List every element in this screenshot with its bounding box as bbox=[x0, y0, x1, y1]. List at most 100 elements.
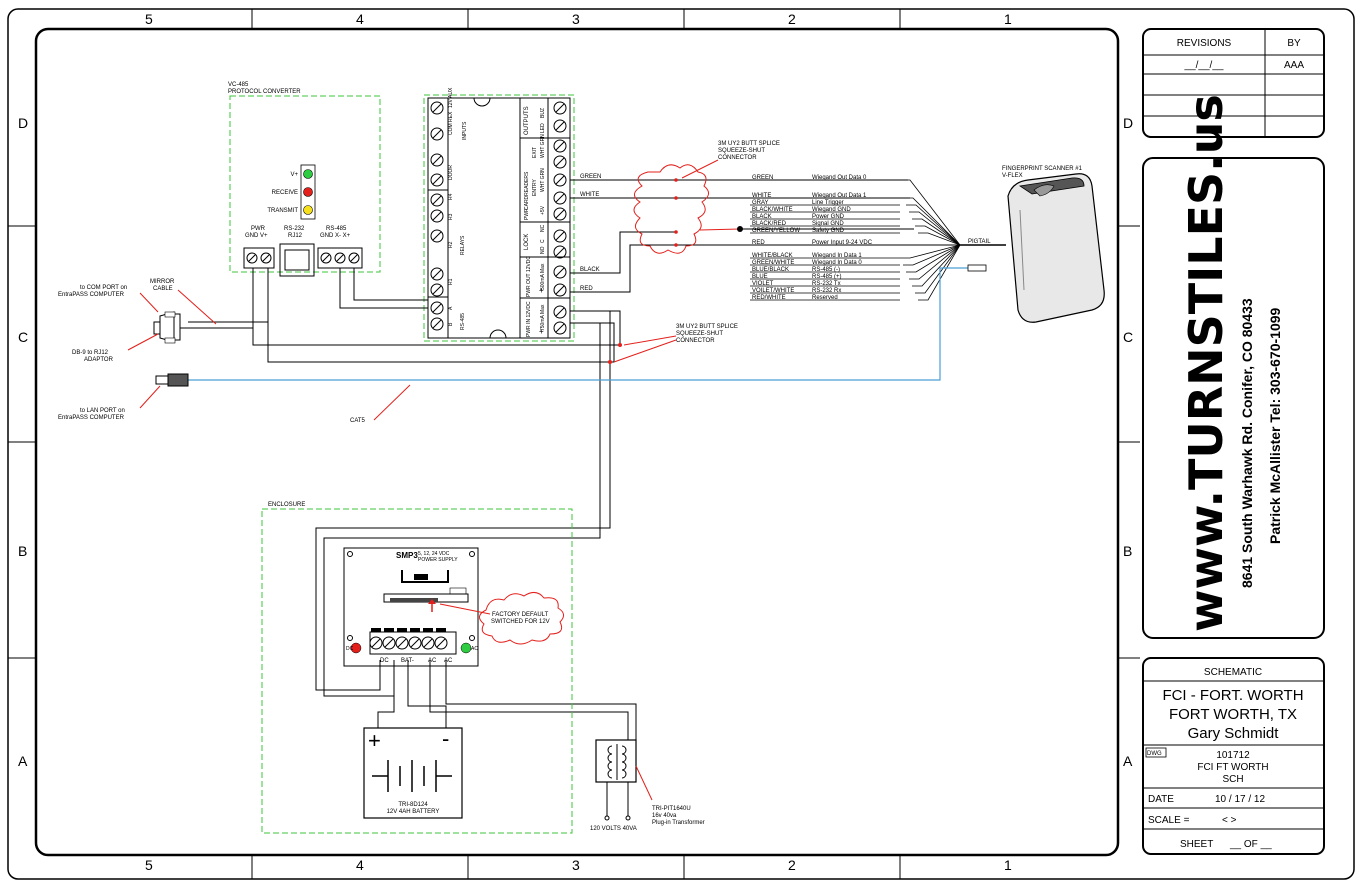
company-contact: Patrick McAllister Tel: 303-670-1099 bbox=[1267, 307, 1283, 544]
inputs-label: INPUTS bbox=[462, 121, 468, 140]
psu-term: BAT- bbox=[401, 658, 414, 664]
scanner-wire-color: BLUE bbox=[752, 274, 768, 280]
input-term: 12V AUX bbox=[448, 87, 454, 108]
terminal-slot bbox=[555, 285, 565, 295]
scanner-title2: V-FLEX bbox=[1002, 173, 1023, 179]
title-block: SCHEMATIC FCI - FORT. WORTH FORT WORTH, … bbox=[1142, 657, 1325, 855]
terminal-slot bbox=[555, 141, 565, 151]
scanner-wire-color: WHITE bbox=[752, 193, 771, 199]
left-connectors: to COM PORT on EntraPASS COMPUTER MIRROR… bbox=[58, 279, 411, 424]
col-label-top: 3 bbox=[572, 11, 580, 27]
scanner-wire-color: GREEN/WHITE bbox=[752, 260, 794, 266]
pigtail-strand bbox=[912, 218, 961, 246]
terminal-screw bbox=[430, 209, 444, 223]
by-header: BY bbox=[1287, 38, 1301, 49]
terminal-screw bbox=[553, 321, 567, 335]
factory-note2: SWITCHED FOR 12V bbox=[491, 619, 550, 625]
psu-term: DC bbox=[380, 658, 389, 664]
terminal-screw bbox=[430, 193, 444, 207]
terminal-screw bbox=[369, 636, 383, 650]
rs232-pins: RJ12 bbox=[288, 233, 303, 239]
psu-desc1: 5, 12, 24 VDC bbox=[418, 551, 450, 557]
psu-name: SMP3 bbox=[396, 551, 418, 560]
terminal-screw bbox=[553, 305, 567, 319]
wire-green: GREEN bbox=[580, 174, 601, 180]
battery-model: TRI-8D124 bbox=[398, 802, 428, 808]
col-label-bottom: 3 bbox=[572, 857, 580, 873]
lock-term: NC bbox=[540, 224, 546, 232]
transformer-type: Plug-in Transformer bbox=[652, 820, 705, 826]
psu-term: AC bbox=[428, 658, 437, 664]
terminal-slot bbox=[555, 267, 565, 277]
cardreader-group: ENTRY bbox=[532, 178, 538, 196]
project-line1: FCI - FORT. WORTH bbox=[1162, 687, 1303, 704]
scanner-wire-function: Wiegand Out Data 1 bbox=[812, 193, 867, 199]
pwr-in-label: PWR IN 12VDC bbox=[526, 301, 532, 337]
psu-terminal-cap bbox=[436, 628, 446, 632]
col-label-top: 2 bbox=[788, 11, 796, 27]
dwg-number: 101712 bbox=[1216, 750, 1250, 761]
pwr-out-term: 500mA Max bbox=[540, 263, 546, 290]
led-receive bbox=[303, 187, 313, 197]
scanner-wire-function: Signal GND bbox=[812, 221, 844, 227]
splice2-line1: 3M UY2 BUTT SPLICE bbox=[676, 324, 738, 330]
splice-2: 3M UY2 BUTT SPLICE SQUEEZE-SHUT CONNECTO… bbox=[608, 324, 738, 364]
scanner-wire-function: Wiegand GND bbox=[812, 207, 851, 213]
access-controller: INPUTS 12V AUX COM REX DOOR RELAYS R4 R3… bbox=[423, 87, 575, 342]
col-label-bottom: 2 bbox=[788, 857, 796, 873]
cardreader-term: WHT GRN bbox=[540, 168, 546, 192]
output-term: LED bbox=[540, 123, 546, 133]
lan-label1: to LAN PORT on bbox=[80, 408, 125, 414]
relay-term: R1 bbox=[448, 278, 454, 285]
terminal-screw bbox=[430, 267, 444, 281]
pigtail-strand bbox=[909, 244, 961, 280]
scanner-wire-color: BLUE/BLACK bbox=[752, 267, 789, 273]
scanner-wire-color: VIOLET bbox=[752, 281, 774, 287]
scale-label: SCALE = bbox=[1148, 815, 1190, 826]
rs485-term: A bbox=[448, 306, 454, 310]
db9-label1: DB-9 to RJ12 bbox=[72, 350, 109, 356]
zone-labels: 5 4 3 2 1 5 4 3 2 1 D C B A D C B A bbox=[18, 11, 1133, 873]
terminal-slot bbox=[436, 638, 446, 648]
row-label-left: C bbox=[18, 329, 28, 345]
mains-label: 120 VOLTS 40VA bbox=[590, 826, 637, 832]
row-label-left: A bbox=[18, 753, 28, 769]
terminal-screw bbox=[553, 265, 567, 279]
pigtail-strand bbox=[900, 179, 961, 246]
pigtail-strand bbox=[903, 197, 961, 246]
pigtail-strand bbox=[918, 244, 961, 301]
pigtail-strand bbox=[912, 244, 961, 287]
scanner-wire-color: RED/WHITE bbox=[752, 295, 786, 301]
terminal-slot bbox=[432, 175, 442, 185]
psu-terminal-cap bbox=[384, 628, 394, 632]
factory-note1: FACTORY DEFAULT bbox=[492, 612, 549, 618]
terminal-slot bbox=[555, 323, 565, 333]
scanner-wire-color: GRAY bbox=[752, 200, 769, 206]
led-label: RECEIVE bbox=[272, 190, 298, 196]
cat5-label: CAT5 bbox=[350, 418, 366, 424]
splice2-line3: CONNECTOR bbox=[676, 338, 715, 344]
col-label-bottom: 4 bbox=[356, 857, 364, 873]
terminal-screw bbox=[553, 101, 567, 115]
led-label: V+ bbox=[290, 172, 298, 178]
pwr-label: PWR bbox=[524, 208, 530, 220]
pwr-in-plus: + bbox=[539, 327, 544, 336]
cardreader-group: EXIT bbox=[532, 147, 538, 158]
splice2-line2: SQUEEZE-SHUT bbox=[676, 331, 723, 337]
relay-term: R3 bbox=[448, 213, 454, 220]
col-label-top: 1 bbox=[1004, 11, 1012, 27]
rs485-term: B bbox=[448, 322, 454, 326]
terminal-slot bbox=[432, 269, 442, 279]
led-label: TRANSMIT bbox=[267, 208, 298, 214]
converter-title1: VC-485 bbox=[228, 82, 249, 88]
row-label-left: D bbox=[18, 115, 28, 131]
scanner-wire-function: RS-485 (-) bbox=[812, 267, 840, 273]
row-label-right: C bbox=[1123, 329, 1133, 345]
splice1-line2: SQUEEZE-SHUT bbox=[718, 148, 765, 154]
terminal-screw bbox=[430, 283, 444, 297]
scanner-wire-color: BLACK/RED bbox=[752, 221, 787, 227]
terminal-slot bbox=[432, 319, 442, 329]
terminal-screw bbox=[408, 636, 422, 650]
terminal-screw bbox=[553, 191, 567, 205]
